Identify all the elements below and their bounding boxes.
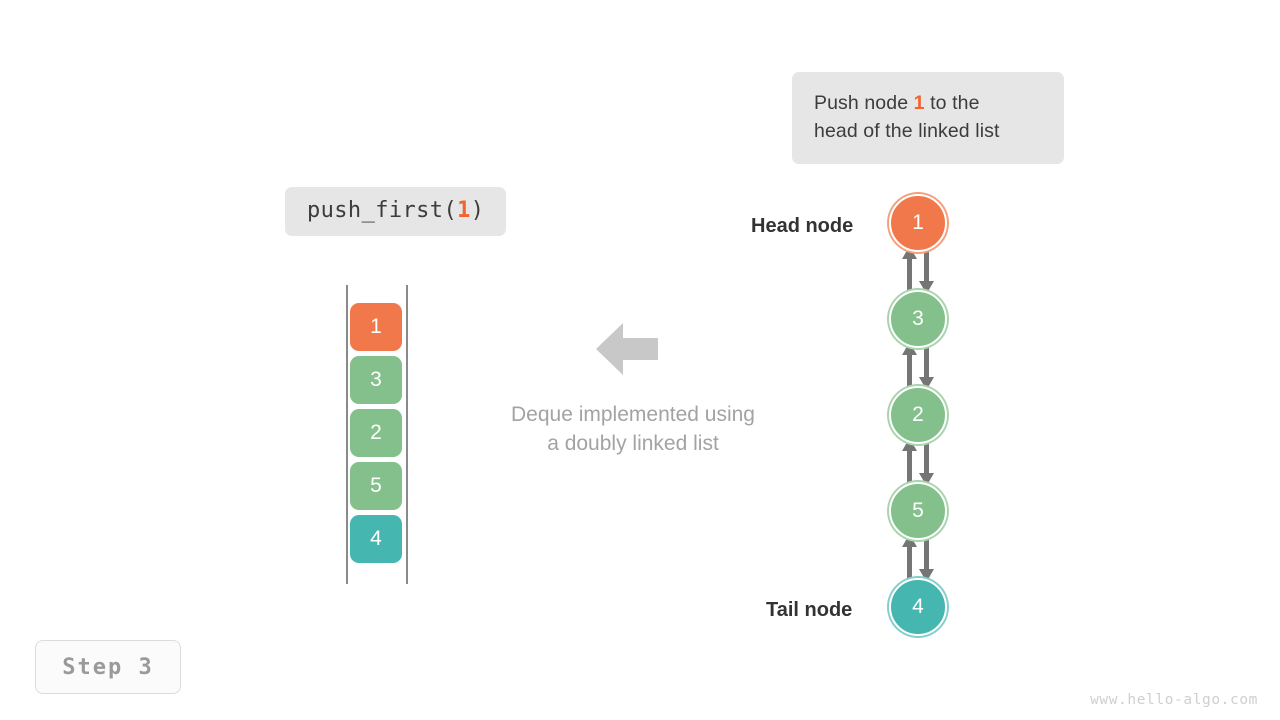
- array-cell-value: 1: [370, 315, 382, 338]
- array-rail-left: [346, 285, 348, 584]
- list-node: 3: [889, 290, 947, 348]
- code-prefix: push_first(: [307, 198, 458, 223]
- node-link-bidirectional: [901, 246, 935, 294]
- push-callout: Push node 1 to the head of the linked li…: [792, 72, 1064, 164]
- watermark: www.hello-algo.com: [1090, 692, 1258, 708]
- operation-code-chip: push_first(1): [285, 187, 507, 236]
- array-cell-stack: 1 3 2 5 4: [350, 303, 402, 568]
- callout-line1-prefix: Push node: [814, 92, 914, 114]
- doubly-linked-list-view: 1 3 2 5 4: [889, 194, 951, 642]
- caption-line1: Deque implemented using: [511, 403, 755, 426]
- callout-line2: head of the linked list: [814, 120, 1000, 142]
- list-node-value: 3: [912, 307, 924, 330]
- array-cell-value: 4: [370, 527, 382, 550]
- list-node: 2: [889, 386, 947, 444]
- array-cell: 3: [350, 356, 402, 404]
- list-node-tail: 4: [889, 578, 947, 636]
- deque-array-view: 1 3 2 5 4: [346, 285, 408, 585]
- tail-node-label: Tail node: [766, 599, 853, 621]
- code-suffix: ): [470, 198, 485, 223]
- list-node-value: 1: [912, 211, 924, 234]
- node-link-bidirectional: [901, 438, 935, 486]
- list-node: 5: [889, 482, 947, 540]
- array-cell: 4: [350, 515, 402, 563]
- callout-highlight-value: 1: [913, 92, 925, 114]
- array-rail-right: [406, 285, 408, 584]
- list-node-head: 1: [889, 194, 947, 252]
- step-badge: Step 3: [35, 640, 181, 694]
- array-cell-value: 5: [370, 474, 382, 497]
- list-node-value: 5: [912, 499, 924, 522]
- diagram-caption: Deque implemented using a doubly linked …: [453, 400, 813, 458]
- array-cell: 2: [350, 409, 402, 457]
- node-link-bidirectional: [901, 534, 935, 582]
- array-cell: 1: [350, 303, 402, 351]
- code-argument: 1: [457, 198, 471, 223]
- array-cell: 5: [350, 462, 402, 510]
- list-node-value: 4: [912, 595, 924, 618]
- array-cell-value: 3: [370, 368, 382, 391]
- caption-line2: a doubly linked list: [547, 432, 719, 455]
- array-cell-value: 2: [370, 421, 382, 444]
- list-node-value: 2: [912, 403, 924, 426]
- head-node-label: Head node: [751, 215, 854, 237]
- left-block-arrow: [596, 321, 658, 382]
- callout-line1-suffix: to the: [924, 92, 980, 114]
- node-link-bidirectional: [901, 342, 935, 390]
